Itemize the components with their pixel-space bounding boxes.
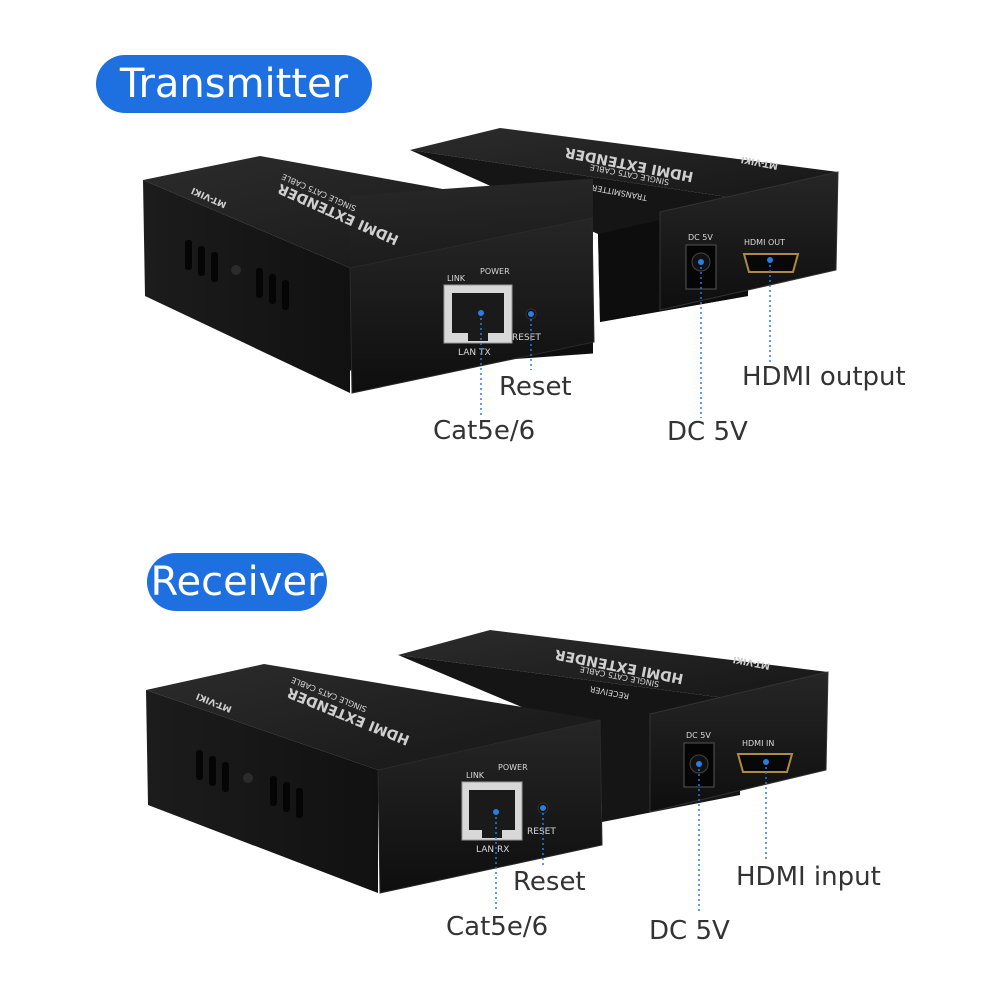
- receiver-hdmi-label: HDMI IN: [742, 739, 774, 748]
- transmitter-dc-label: DC 5V: [688, 233, 713, 242]
- transmitter-title: Transmitter: [96, 55, 372, 113]
- receiver-callout-lines: [493, 759, 769, 912]
- transmitter-hdmi-callout: HDMI output: [742, 362, 906, 392]
- receiver-reset-label: RESET: [527, 827, 556, 837]
- receiver-front-unit: HDMI EXTENDER MT-VIKI SINGLE CAT5 CABLE …: [146, 664, 603, 894]
- receiver-link-label: LINK: [466, 771, 485, 780]
- transmitter-callout-lines: [478, 257, 773, 418]
- receiver-power-label: POWER: [498, 763, 528, 772]
- receiver-reset-callout: Reset: [513, 867, 586, 897]
- receiver-cat-callout: Cat5e/6: [446, 912, 549, 942]
- transmitter-link-label: LINK: [447, 274, 466, 283]
- transmitter-front-unit: HDMI EXTENDER MT-VIKI SINGLE CAT5 CABLE …: [143, 156, 595, 394]
- transmitter-lan-label: LAN TX: [458, 348, 491, 358]
- transmitter-hdmi-label: HDMI OUT: [744, 238, 785, 247]
- receiver-hdmi-callout: HDMI input: [736, 862, 881, 892]
- transmitter-hdmi-port: [742, 253, 800, 273]
- transmitter-power-label: POWER: [480, 267, 510, 276]
- receiver-dc-label: DC 5V: [686, 731, 711, 740]
- receiver-back-unit: HDMI EXTENDER MT-VIKI SINGLE CAT5 CABLE …: [398, 630, 829, 822]
- receiver-lan-label: LAN RX: [476, 845, 509, 855]
- receiver-dc-callout: DC 5V: [649, 916, 730, 946]
- transmitter-reset-label: RESET: [512, 333, 541, 343]
- receiver-title: Receiver: [147, 553, 327, 611]
- transmitter-dc-callout: DC 5V: [667, 417, 748, 447]
- transmitter-back-unit: HDMI EXTENDER MT-VIKI SINGLE CAT5 CABLE …: [410, 128, 839, 322]
- transmitter-cat-callout: Cat5e/6: [433, 416, 536, 446]
- transmitter-reset-callout: Reset: [499, 372, 572, 402]
